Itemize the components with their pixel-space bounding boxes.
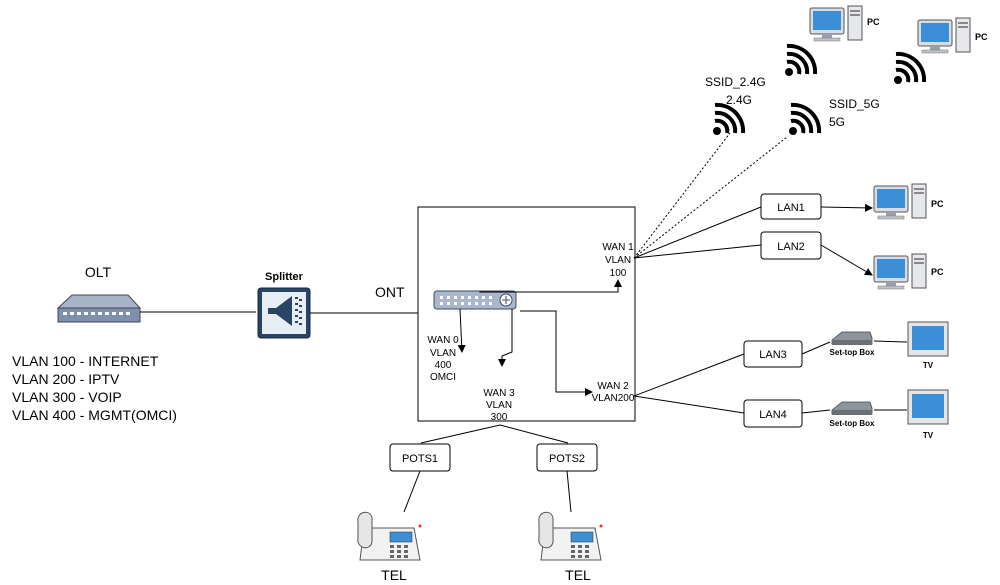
svg-text:WAN 1: WAN 1	[602, 242, 634, 253]
svg-text:POTS1: POTS1	[402, 453, 438, 465]
splitter-icon	[257, 287, 311, 339]
ssid-5g-label: SSID_5G 5G	[829, 97, 880, 129]
ssid-24g-label: SSID_2.4G 2.4G	[705, 75, 766, 107]
wan0-label: WAN 0 VLAN 400 OMCI	[427, 335, 459, 383]
wan0-connector	[457, 308, 466, 353]
svg-text:LAN1: LAN1	[777, 202, 805, 214]
pots2-link	[499, 424, 569, 444]
telephone-icon	[538, 511, 603, 561]
pots2-tel-link	[566, 470, 572, 513]
lan3-link	[633, 353, 745, 397]
svg-text:LAN2: LAN2	[777, 241, 805, 253]
lan3-box: LAN3	[743, 340, 803, 368]
svg-text:PC: PC	[975, 32, 988, 42]
wan3-connector	[498, 309, 513, 367]
telephone-icon	[357, 511, 422, 561]
stb1-tv-link	[873, 340, 908, 343]
svg-text:Set-top Box: Set-top Box	[830, 419, 875, 428]
svg-text:SSID_2.4G: SSID_2.4G	[705, 75, 766, 89]
pots1-link	[420, 424, 501, 444]
tel-label: TEL	[381, 567, 407, 583]
pc-icon: PC	[873, 253, 944, 290]
svg-text:TV: TV	[923, 361, 934, 370]
wan3-label: WAN 3 VLAN 300	[483, 388, 515, 423]
svg-text:400: 400	[435, 360, 452, 371]
olt-label: OLT	[85, 264, 112, 280]
wifi-icon	[711, 102, 746, 137]
wifi-icon	[892, 51, 927, 86]
svg-text:Set-top Box: Set-top Box	[830, 348, 875, 357]
svg-text:5G: 5G	[829, 115, 845, 129]
lan1-box: LAN1	[760, 193, 822, 220]
vlan-list-item: VLAN 200 - IPTV	[12, 371, 120, 387]
svg-text:LAN4: LAN4	[759, 409, 787, 421]
svg-text:OMCI: OMCI	[430, 372, 456, 383]
pc-icon: PC	[873, 183, 944, 220]
ont-router-icon	[433, 290, 517, 310]
olt-device-icon	[56, 294, 142, 323]
wan2-label: WAN 2 VLAN200	[592, 381, 635, 404]
wan1-label: WAN 1 VLAN 100	[602, 242, 634, 279]
svg-text:TV: TV	[923, 431, 934, 440]
svg-text:WAN 2: WAN 2	[597, 381, 629, 392]
vlan-list-item: VLAN 300 - VOIP	[12, 389, 122, 405]
svg-text:LAN3: LAN3	[759, 349, 787, 361]
lan2-box: LAN2	[760, 231, 822, 260]
wifi-icon	[787, 102, 822, 137]
vlan-list-item: VLAN 400 - MGMT(OMCI)	[12, 407, 177, 423]
svg-text:300: 300	[491, 412, 508, 423]
tel-label: TEL	[565, 567, 591, 583]
tv-icon: TV	[907, 321, 949, 370]
svg-text:100: 100	[610, 268, 627, 279]
set-top-box-icon: Set-top Box	[830, 331, 875, 357]
svg-text:PC: PC	[931, 267, 944, 277]
wifi-icon	[783, 43, 818, 78]
wifi5-link	[633, 136, 788, 259]
splitter-label: Splitter	[265, 271, 304, 283]
svg-text:PC: PC	[867, 17, 880, 27]
set-top-box-icon: Set-top Box	[830, 401, 875, 428]
pc-icon: PC	[809, 5, 880, 42]
pots1-box: POTS1	[389, 443, 451, 472]
svg-text:VLAN: VLAN	[430, 348, 456, 359]
vlan-list-item: VLAN 100 - INTERNET	[12, 353, 159, 369]
lan2-link	[633, 244, 762, 259]
svg-text:WAN 0: WAN 0	[427, 335, 459, 346]
lan4-stb-link	[801, 409, 831, 414]
svg-text:POTS2: POTS2	[549, 453, 585, 465]
lan3-stb-link	[801, 341, 831, 355]
lan2-pc-link	[820, 244, 873, 276]
lan1-pc-link	[820, 203, 873, 212]
tv-icon: TV	[907, 389, 949, 440]
svg-text:WAN 3: WAN 3	[483, 388, 515, 399]
wan2-connector	[520, 310, 593, 396]
ont-box	[417, 206, 636, 422]
lan4-box: LAN4	[743, 399, 803, 428]
ont-label: ONT	[375, 284, 405, 300]
lan1-link	[633, 206, 762, 259]
svg-text:SSID_5G: SSID_5G	[829, 97, 880, 111]
svg-text:VLAN: VLAN	[605, 255, 631, 266]
svg-text:2.4G: 2.4G	[726, 93, 752, 107]
svg-text:PC: PC	[931, 199, 944, 209]
lan4-link	[633, 395, 745, 414]
pots2-box: POTS2	[536, 443, 598, 472]
pc-icon: PC	[917, 17, 988, 54]
pots1-tel-link	[403, 470, 421, 513]
wan1-connector	[479, 279, 622, 293]
svg-text:VLAN: VLAN	[486, 400, 512, 411]
svg-text:VLAN200: VLAN200	[592, 393, 635, 404]
